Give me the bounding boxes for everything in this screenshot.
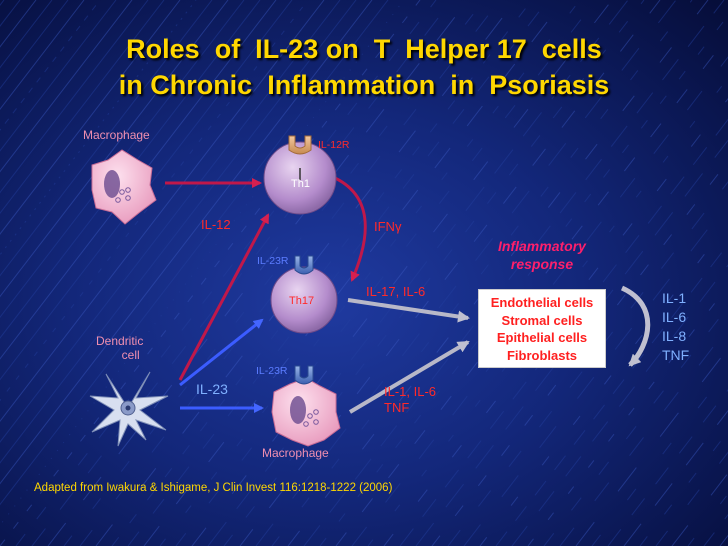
background-streak bbox=[0, 0, 181, 235]
background-streak bbox=[0, 0, 117, 152]
arrow-macrophage-to-effector bbox=[348, 340, 470, 414]
arrow-th17-to-effector bbox=[347, 298, 470, 323]
macrophage-top-cell bbox=[91, 149, 157, 225]
il12r-receptor bbox=[288, 135, 312, 155]
th1-label: Th1 bbox=[291, 178, 310, 190]
il1-il6-line1: IL-1, IL-6 bbox=[384, 384, 437, 399]
background-streak bbox=[0, 0, 389, 506]
il23r-macrophage-receptor bbox=[294, 365, 314, 385]
cytokine-il1: IL-1 bbox=[662, 290, 687, 306]
background-streak bbox=[335, 35, 728, 546]
background-streak bbox=[0, 0, 293, 381]
background-streak bbox=[0, 0, 165, 215]
il17-il6-label: IL-17, IL-6 bbox=[366, 284, 426, 299]
background-streak bbox=[383, 97, 728, 546]
background-streak bbox=[127, 0, 549, 546]
dendritic-label-line2: cell bbox=[121, 348, 140, 362]
background-streak bbox=[207, 0, 629, 546]
background-streak bbox=[431, 160, 728, 546]
background-streak bbox=[655, 451, 728, 546]
title-line-2: in Chronic Inflammation in Psoriasis bbox=[118, 70, 610, 100]
inflammatory-line1: Inflammatory bbox=[498, 238, 586, 254]
background-streak bbox=[399, 118, 728, 546]
citation: Adapted from Iwakura & Ishigame, J Clin … bbox=[34, 482, 393, 494]
macrophage-top-label: Macrophage bbox=[83, 128, 150, 142]
cytokine-tnf: TNF bbox=[662, 347, 690, 363]
th17-label: Th17 bbox=[289, 295, 315, 307]
background-streak bbox=[143, 0, 565, 546]
effector-epithelial: Epithelial cells bbox=[496, 330, 588, 345]
background-streak bbox=[559, 326, 728, 546]
arrow-dendritic-to-th17 bbox=[179, 318, 264, 387]
il23r-th17-label: IL-23R bbox=[257, 255, 289, 267]
output-cytokines-list: IL-1 IL-6 IL-8 TNF bbox=[662, 289, 689, 365]
background-streak bbox=[0, 0, 133, 173]
cytokine-il8: IL-8 bbox=[662, 328, 687, 344]
arrow-feedback-loop bbox=[620, 285, 651, 367]
background-streak bbox=[303, 0, 725, 546]
il23-label: IL-23 bbox=[196, 381, 228, 397]
background-streak bbox=[63, 0, 485, 546]
background-streak bbox=[0, 0, 245, 319]
background-streak bbox=[367, 77, 728, 546]
background-streak bbox=[0, 0, 357, 464]
dendritic-label-line1: Dendritic bbox=[96, 334, 144, 348]
background-streak bbox=[95, 0, 517, 546]
background-streak bbox=[239, 0, 661, 546]
arrow-dendritic-to-th1 bbox=[178, 213, 270, 381]
title-line-1: Roles of IL-23 on T Helper 17 cells bbox=[126, 34, 602, 64]
th1-cell bbox=[263, 135, 337, 215]
background-streak bbox=[0, 0, 261, 339]
background-streak bbox=[319, 14, 728, 546]
background-streak bbox=[415, 139, 728, 546]
il1-il6-tnf-label: IL-1, IL-6 TNF bbox=[384, 384, 436, 416]
background-streak bbox=[175, 0, 597, 546]
il23r-macrophage-label: IL-23R bbox=[256, 365, 288, 377]
background-streak bbox=[0, 0, 229, 298]
effector-fibroblasts: Fibroblasts bbox=[506, 347, 578, 363]
ifn-gamma-label: IFNγ bbox=[374, 219, 402, 234]
background-streak bbox=[623, 409, 728, 546]
background-streak bbox=[0, 0, 277, 360]
background-streak bbox=[0, 0, 341, 443]
background-streak bbox=[0, 0, 325, 423]
background-streak bbox=[223, 0, 645, 546]
background-streak bbox=[0, 0, 101, 131]
il1-il6-line2: TNF bbox=[384, 400, 410, 415]
macrophage-bottom-cell bbox=[271, 365, 341, 447]
effector-endothelial: Endothelial cells bbox=[490, 295, 594, 310]
arrow-th1-to-th17 bbox=[334, 176, 367, 282]
inflammatory-response-label: Inflammatory response bbox=[474, 237, 610, 273]
background-streak bbox=[0, 0, 373, 485]
inflammatory-line2: response bbox=[510, 256, 574, 272]
th17-cell bbox=[270, 255, 338, 334]
il12-label: IL-12 bbox=[201, 217, 231, 232]
background-streak bbox=[15, 0, 437, 546]
macrophage-bottom-label: Macrophage bbox=[262, 446, 329, 460]
background-streak bbox=[351, 56, 728, 546]
background-streak bbox=[271, 0, 693, 546]
background-streak bbox=[159, 0, 581, 546]
effector-stromal: Stromal cells bbox=[501, 312, 583, 328]
background-streak bbox=[447, 181, 728, 546]
background-streak bbox=[0, 0, 85, 111]
il12r-label: IL-12R bbox=[318, 139, 350, 151]
background-streak bbox=[0, 0, 149, 194]
background-streak bbox=[0, 0, 213, 277]
dendritic-label: Dendritic cell bbox=[96, 334, 143, 362]
background-streak bbox=[0, 0, 309, 402]
cytokine-il6: IL-6 bbox=[662, 309, 687, 325]
effector-cells-box: Endothelial cells Stromal cells Epitheli… bbox=[478, 289, 606, 368]
dendritic-cell bbox=[89, 371, 169, 447]
il23r-th17-receptor bbox=[294, 255, 314, 275]
background-streak bbox=[0, 0, 421, 546]
background-streak bbox=[191, 0, 613, 546]
